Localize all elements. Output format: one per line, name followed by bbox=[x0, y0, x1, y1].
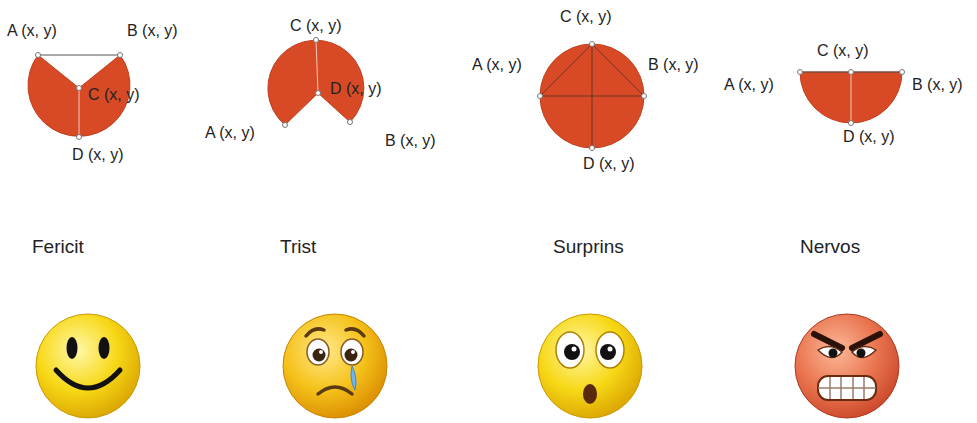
point-label: D (x, y) bbox=[583, 155, 635, 173]
happy-emoji bbox=[36, 314, 140, 418]
point-label: B (x, y) bbox=[127, 22, 178, 40]
emotion-label: Nervos bbox=[800, 236, 860, 258]
angry-emoji bbox=[795, 314, 899, 418]
emotion-label: Surprins bbox=[553, 236, 624, 258]
point-label: C (x, y) bbox=[817, 42, 869, 60]
point-label: C (x, y) bbox=[290, 17, 342, 35]
construction-lines bbox=[540, 44, 644, 148]
radius-line bbox=[79, 88, 80, 137]
point-dots bbox=[798, 70, 905, 126]
point-label: C (x, y) bbox=[88, 86, 140, 104]
point-label: A (x, y) bbox=[724, 76, 774, 94]
surprised-emoji bbox=[538, 314, 642, 418]
angry-shape bbox=[798, 70, 905, 126]
point-dots bbox=[538, 42, 647, 151]
surprised-shape bbox=[538, 42, 647, 151]
point-label: A (x, y) bbox=[472, 56, 522, 74]
radius-line bbox=[851, 72, 852, 123]
point-label: D (x, y) bbox=[330, 80, 382, 98]
point-label: B (x, y) bbox=[648, 56, 699, 74]
emotion-label: Fericit bbox=[32, 236, 84, 258]
red-circle bbox=[540, 44, 644, 148]
point-label: B (x, y) bbox=[385, 132, 436, 150]
emotion-label: Trist bbox=[280, 236, 316, 258]
point-label: D (x, y) bbox=[843, 128, 895, 146]
red-half-disc bbox=[800, 72, 902, 123]
point-label: D (x, y) bbox=[72, 146, 124, 164]
point-label: A (x, y) bbox=[7, 22, 57, 40]
chord-line bbox=[38, 55, 120, 56]
sad-emoji bbox=[283, 314, 387, 418]
point-label: B (x, y) bbox=[912, 76, 963, 94]
radius-line bbox=[316, 40, 318, 93]
point-label: A (x, y) bbox=[205, 124, 255, 142]
point-label: C (x, y) bbox=[560, 8, 612, 26]
